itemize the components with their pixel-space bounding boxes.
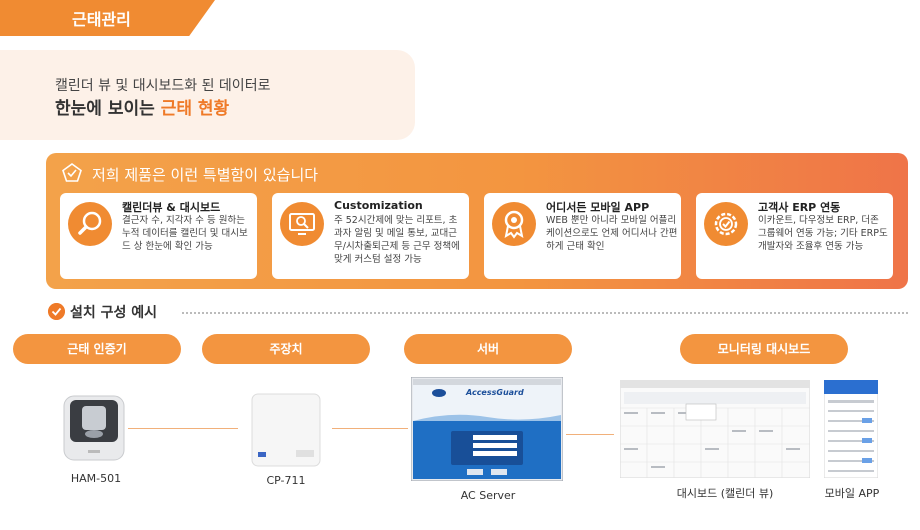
mobile-screen-image: [824, 380, 878, 478]
intro-highlight: 근태 현황: [160, 99, 230, 119]
intro-line2: 한눈에 보이는 근태 현황: [55, 94, 229, 119]
feature-card-erp: 고객사 ERP 연동 이카운트, 다우정보 ERP, 더존 그룹웨어 연동 가능…: [696, 193, 893, 279]
pentagon-check-icon: [62, 163, 82, 182]
install-divider: [182, 312, 908, 314]
mobile-caption: 모바일 APP: [824, 487, 880, 500]
dashboard-screen-image: [620, 380, 810, 478]
check-gear-icon: [704, 202, 748, 246]
stage-controller: 주장치: [202, 334, 370, 364]
feature-card-title: 캘린더뷰 & 대시보드: [122, 201, 221, 214]
feature-card-customization: Customization 주 52시간제에 맞는 리포트, 초과자 알림 및 …: [272, 193, 469, 279]
features-title: 저희 제품은 이런 특별함이 있습니다: [92, 166, 319, 184]
feature-card-mobile: 어디서든 모바일 APP WEB 뿐만 아니라 모바일 어플리케이션으로도 언제…: [484, 193, 681, 279]
intro-line2-text: 한눈에 보이는: [55, 99, 161, 119]
dashboard-caption: 대시보드 (캘린더 뷰): [676, 487, 774, 500]
badge-icon: [492, 202, 536, 246]
connector-line: [332, 428, 408, 429]
stage-reader: 근태 인증기: [13, 334, 181, 364]
server-screen-image: [411, 377, 563, 481]
monitor-search-icon: [280, 202, 324, 246]
stage-server: 서버: [404, 334, 572, 364]
feature-card-title: 어디서든 모바일 APP: [546, 201, 650, 214]
reader-caption: HAM-501: [70, 472, 122, 485]
feature-card-desc: 결근자 수, 지각자 수 등 원하는 누적 데이터를 캘린더 및 대시보드 상 …: [122, 215, 248, 252]
search-icon: [68, 202, 112, 246]
feature-card-desc: 이카운트, 다우정보 ERP, 더존 그룹웨어 연동 가능; 기타 ERP도 개…: [758, 215, 888, 252]
feature-card-title: 고객사 ERP 연동: [758, 201, 841, 214]
server-caption: AC Server: [460, 489, 516, 502]
intro-line1: 캘린더 뷰 및 대시보드화 된 데이터로: [55, 78, 271, 94]
reader-device-image: [63, 395, 125, 461]
install-title: 설치 구성 예시: [70, 305, 158, 321]
feature-card-desc: 주 52시간제에 맞는 리포트, 초과자 알림 및 메일 통보, 교대근무/시차…: [334, 215, 460, 265]
section-tag: 근태관리: [0, 0, 215, 36]
server-brand: AccessGuard: [466, 388, 524, 397]
check-circle-icon: [48, 303, 65, 320]
stage-dashboard: 모니터링 대시보드: [680, 334, 848, 364]
section-tag-label: 근태관리: [72, 10, 131, 29]
controller-device-image: [251, 393, 321, 467]
feature-card-desc: WEB 뿐만 아니라 모바일 어플리케이션으로도 언제 어디서나 간편하게 근태…: [546, 215, 678, 252]
feature-card-calendar: 캘린더뷰 & 대시보드 결근자 수, 지각자 수 등 원하는 누적 데이터를 캘…: [60, 193, 257, 279]
controller-caption: CP-711: [266, 474, 306, 487]
connector-line: [566, 434, 614, 435]
intro-box: 캘린더 뷰 및 대시보드화 된 데이터로 한눈에 보이는 근태 현황: [0, 50, 415, 140]
feature-card-title: Customization: [334, 199, 423, 212]
connector-line: [128, 428, 238, 429]
